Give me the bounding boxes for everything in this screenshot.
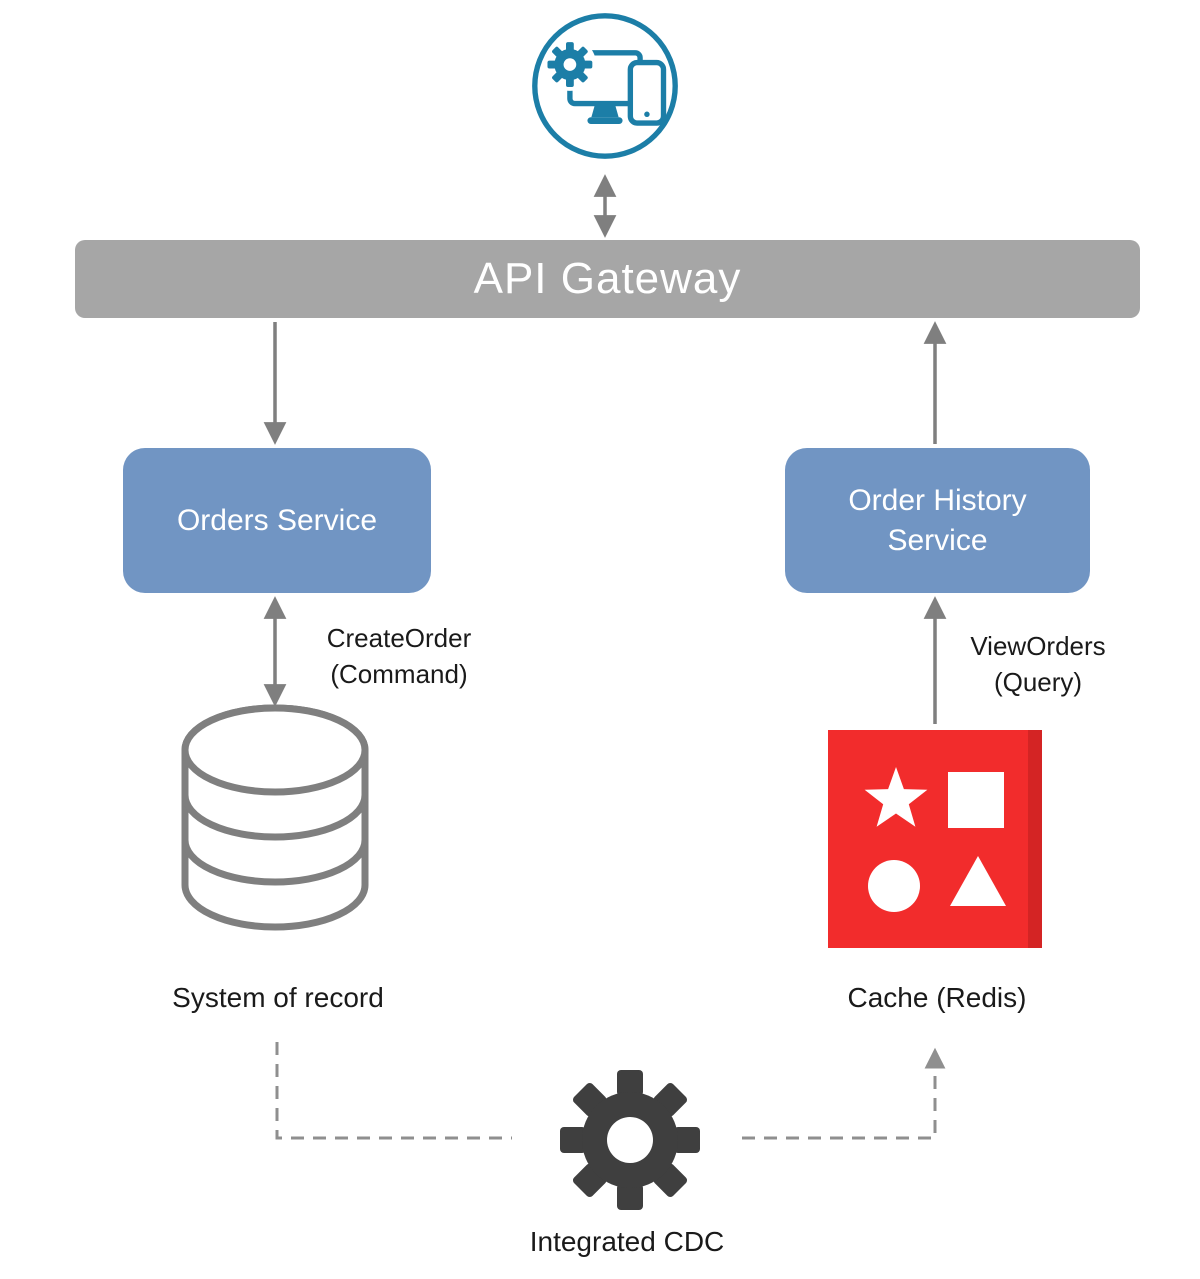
api-gateway-label: API Gateway	[473, 254, 742, 303]
client-devices-icon	[532, 13, 678, 159]
client-circle	[532, 13, 678, 159]
square-shape-icon	[948, 772, 1004, 828]
client-gear-icon	[547, 42, 593, 87]
order-history-service-label: Order History Service	[848, 483, 1027, 557]
redis-cache-icon	[828, 730, 1042, 948]
orders-service-label: Orders Service	[176, 503, 378, 537]
database-cylinder-icon	[181, 704, 369, 931]
triangle-shape-icon	[950, 856, 1006, 906]
system-of-record-label: System of record	[172, 982, 384, 1013]
star-shape-icon	[864, 767, 928, 827]
create-order-edge-label: CreateOrder (Command)	[326, 623, 472, 689]
phone-icon	[627, 59, 667, 126]
circle-shape-icon	[868, 860, 920, 912]
dashed-line-cdc-cache	[742, 1047, 946, 1140]
api-gateway-node: API Gateway	[75, 240, 1140, 318]
cache-redis-label: Cache (Redis)	[847, 982, 1027, 1013]
integrated-cdc-label: Integrated CDC	[529, 1226, 725, 1257]
view-orders-edge-label: ViewOrders (Query)	[970, 631, 1106, 697]
gear-icon	[560, 1070, 700, 1210]
order-history-service-node: Order History Service	[785, 448, 1090, 593]
orders-service-node: Orders Service	[123, 448, 431, 593]
dashed-line-record-cdc	[275, 1042, 512, 1140]
